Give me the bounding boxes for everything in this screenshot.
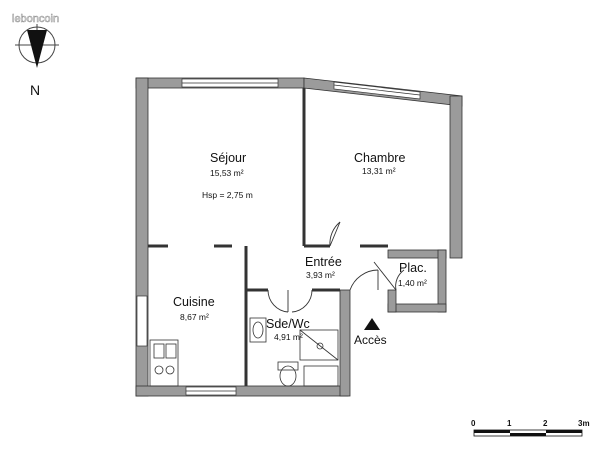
scale-tick: 3m [578,419,590,428]
walls [135,77,463,397]
kitchen-fixtures [149,339,179,387]
room-sejour: Séjour 15,53 m² Hsp = 2,75 m [202,151,253,200]
room-area: 3,93 m² [306,270,335,280]
scale-tick: 2 [543,419,548,428]
doors [267,221,405,313]
room-area: 4,91 m² [274,332,303,342]
room-name: Séjour [210,151,246,165]
access-label: Accès [354,333,387,347]
room-name: Sde/Wc [266,317,310,331]
scale-tick: 1 [507,419,512,428]
room-name: Cuisine [173,295,215,309]
scale-tick: 0 [471,419,476,428]
room-name: Plac. [399,261,427,275]
room-plac: Plac. 1,40 m² [398,261,427,288]
room-entree: Entrée 3,93 m² [305,255,342,280]
watermark-logo: leboncoin [12,13,59,25]
north-label: N [30,82,40,98]
room-cuisine: Cuisine 8,67 m² [173,295,215,322]
windows [136,78,421,396]
access-arrow-icon [364,318,380,330]
scale-bar: 0 1 2 3m [471,419,590,437]
room-area: 13,31 m² [362,166,396,176]
room-area: 15,53 m² [210,168,244,178]
room-area: 8,67 m² [180,312,209,322]
compass-icon [15,24,59,68]
room-name: Chambre [354,151,405,165]
interior-walls [148,88,388,386]
room-name: Entrée [305,255,342,269]
room-area: 1,40 m² [398,278,427,288]
room-chambre: Chambre 13,31 m² [354,151,405,176]
bathroom-fixtures [249,317,339,387]
ceiling-height-note: Hsp = 2,75 m [202,190,253,200]
room-sdewc: Sde/Wc 4,91 m² [266,317,310,342]
